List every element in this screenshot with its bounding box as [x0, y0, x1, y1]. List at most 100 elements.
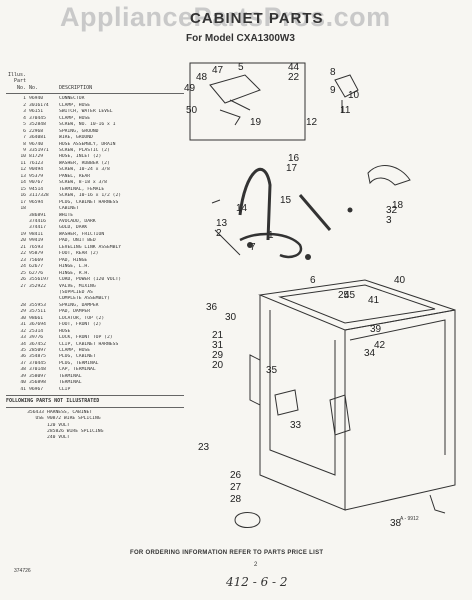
part-number: 364081	[29, 135, 46, 141]
cabinet-top	[258, 279, 456, 331]
part-number: 3556197	[29, 277, 49, 283]
not-illustrated-part-number: USE	[35, 416, 44, 422]
part-description: FOOT, FRONT (2)	[59, 322, 102, 328]
part-number: 22968	[29, 128, 44, 134]
part-description: SWITCH, WATER LEVEL	[59, 109, 113, 115]
water-valve	[274, 389, 299, 416]
callout-number: 9	[330, 85, 336, 96]
part-illus-no: 26	[20, 277, 26, 283]
part-illus-no: 37	[20, 360, 26, 366]
not-illustrated-description: 240 VOLT	[47, 435, 70, 441]
not-illustrated-rule	[6, 406, 184, 408]
part-illus-no: 28	[20, 302, 26, 308]
cabinet-inner-left	[269, 310, 336, 476]
part-description: SCREW, PLASTIC (2)	[59, 147, 110, 153]
part-illus-no: 5	[23, 122, 26, 128]
callout-number: 45	[344, 290, 356, 301]
part-number: 90767	[29, 180, 44, 186]
callout-number: 23	[198, 442, 210, 453]
cabinet-top-inner	[278, 284, 436, 324]
callout-number: 25	[338, 290, 350, 301]
part-number: 96940	[29, 96, 44, 102]
document-code: 374726	[14, 568, 31, 574]
part-number: 62776	[29, 270, 44, 276]
callout-number: 7	[250, 242, 256, 253]
not-illustrated-row: 120 VOLT	[6, 423, 184, 429]
part-illus-no: 38	[20, 367, 26, 373]
part-illus-no: 19	[20, 231, 26, 237]
part-description: AVOCADO, DARK	[59, 218, 96, 224]
exploded-diagram	[189, 62, 456, 528]
header-description: DESCRIPTION	[59, 84, 93, 91]
part-illus-no: 9	[23, 147, 26, 153]
part-illus-no: 11	[20, 160, 26, 166]
part-number: 3117328	[29, 193, 49, 199]
callout-number: 15	[280, 195, 292, 206]
part-number: 95379	[29, 173, 44, 179]
part-description: SCREW, 10-24 x 3/8	[59, 167, 110, 173]
not-illustrated-description: 120 VOLT	[47, 422, 70, 428]
part-description: WASHER, RUBBER (2)	[59, 160, 110, 166]
callout-number: 38	[390, 518, 402, 529]
part-illus-no: 15	[20, 186, 26, 192]
part-illus-no: 39	[20, 373, 26, 379]
callout-number: 33	[290, 420, 302, 431]
callout-number: 41	[368, 295, 380, 306]
part-illus-no: 14	[20, 180, 26, 186]
part-description: SCREW, 8-18 x 3/8	[59, 180, 107, 186]
part-number: 370445	[29, 115, 46, 121]
part-description: WHITE	[59, 212, 74, 218]
part-description: CLIP, CABINET HARNESS	[59, 341, 119, 347]
callout-number: 44	[288, 62, 300, 73]
callout-number: 27	[230, 482, 242, 493]
part-illus-no: 6	[23, 128, 26, 134]
callout-number: 30	[225, 312, 237, 323]
callout-number: 10	[348, 90, 360, 101]
callout-number: 48	[196, 72, 208, 83]
part-description: PAD, HINGE	[59, 257, 88, 263]
part-description: FOOT, REAR (2)	[59, 251, 99, 257]
part-illus-no: 21	[20, 244, 26, 250]
part-number: 370148	[29, 367, 46, 373]
callout-number: 12	[306, 117, 318, 128]
part-description: SCREW, 10-16 x 1/2 (2)	[59, 193, 122, 199]
part-description: PAD, UNIT BED	[59, 238, 96, 244]
part-illus-no: 23	[20, 257, 26, 263]
callout-number: 22	[288, 72, 300, 83]
part-number: 3016174	[29, 102, 49, 108]
page-title: CABINET PARTS	[190, 10, 324, 27]
header-no: No.	[16, 84, 26, 91]
part-illus-no: 22	[20, 251, 26, 257]
part-description: CLAMP, HOSE	[59, 348, 91, 354]
power-cord	[367, 165, 411, 186]
callout-number: 17	[286, 163, 298, 174]
cabinet-right-side	[344, 309, 456, 511]
part-number: 386891	[29, 212, 46, 218]
part-description: PANEL, REAR	[59, 173, 91, 179]
part-description: CABINET	[59, 206, 79, 212]
part-description: TERMINAL, FEMALE	[59, 186, 105, 192]
part-number: 76123	[29, 160, 44, 166]
callout-number: 20	[212, 360, 224, 371]
part-illus-no: 10	[20, 154, 26, 160]
hose-loop	[239, 232, 303, 259]
callout-number: 18	[392, 200, 404, 211]
part-illus-no: 34	[20, 341, 26, 347]
part-description: HINGE, R.H.	[59, 270, 91, 276]
